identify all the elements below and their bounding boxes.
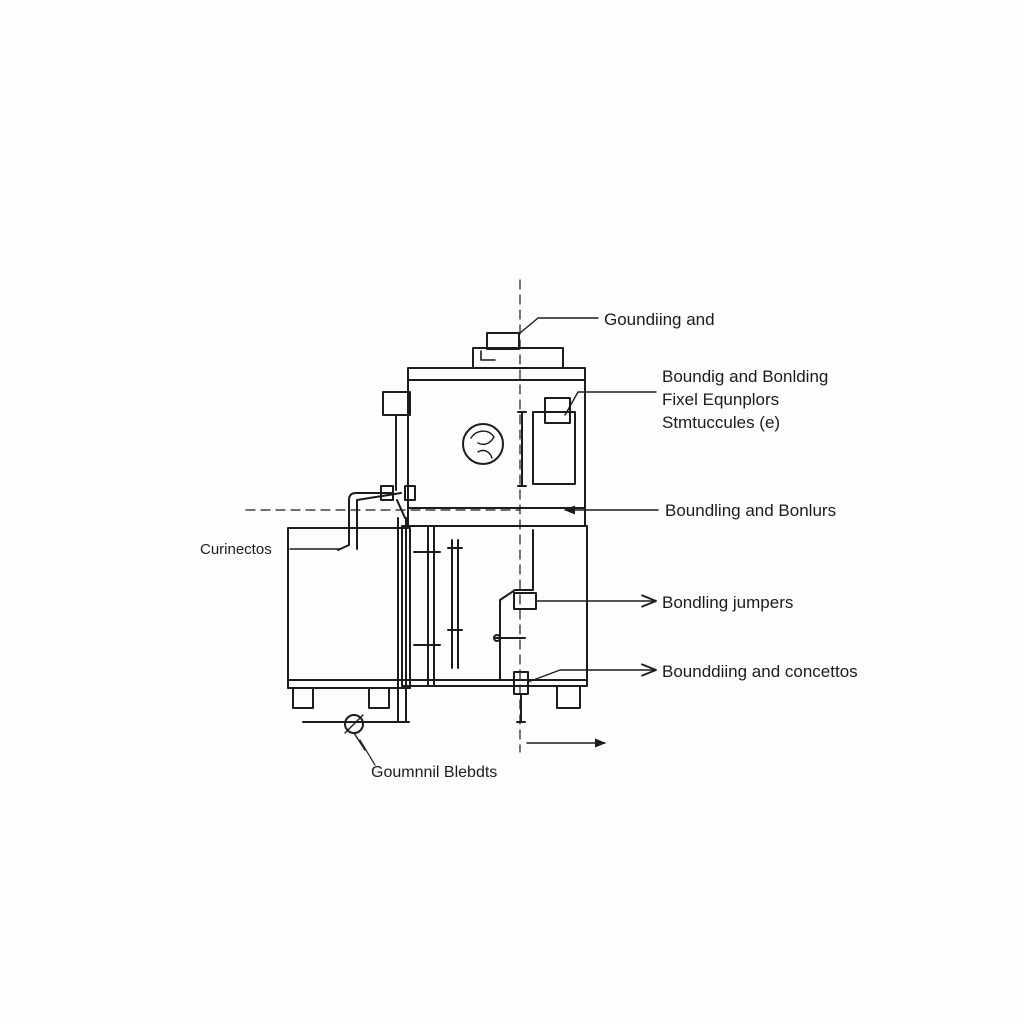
label-bonding-jumpers: Bondling jumpers: [662, 593, 794, 612]
label-line: Stmtuccules (e): [662, 413, 781, 432]
upper-cabinet: [382, 367, 586, 509]
left-tank: [287, 517, 411, 723]
label-line: Fixel Equnplors: [662, 390, 780, 409]
leader-bonding-connectors: [527, 663, 657, 683]
jumper-block: [513, 592, 537, 610]
label-line: Boundig and Bonlding: [662, 367, 829, 386]
control-panel: [532, 411, 576, 485]
label-connectors: Curinectos: [200, 541, 272, 558]
leader-grounding-top: [519, 317, 599, 334]
label-bonding-middle: Boundling and Bonlurs: [665, 501, 837, 520]
label-grounding-electrodes: Goumnnil Blebdts: [371, 764, 498, 781]
label-bonding-connectors: Bounddiing and concettos: [662, 662, 858, 681]
top-vent-unit: [472, 332, 564, 369]
lower-cabinet: [401, 507, 588, 723]
gauge-dial: [462, 423, 504, 465]
connector-pipe: [337, 485, 416, 551]
leader-fixed-equipment: [564, 391, 657, 416]
label-grounding-top: Goundiing and: [604, 310, 715, 329]
leader-grounding-electrodes: [359, 739, 376, 766]
grounding-electrode: [302, 714, 399, 751]
label-bonding-fixed-equipment: Boundig and Bonlding Fixel Equnplors Stm…: [662, 365, 828, 434]
